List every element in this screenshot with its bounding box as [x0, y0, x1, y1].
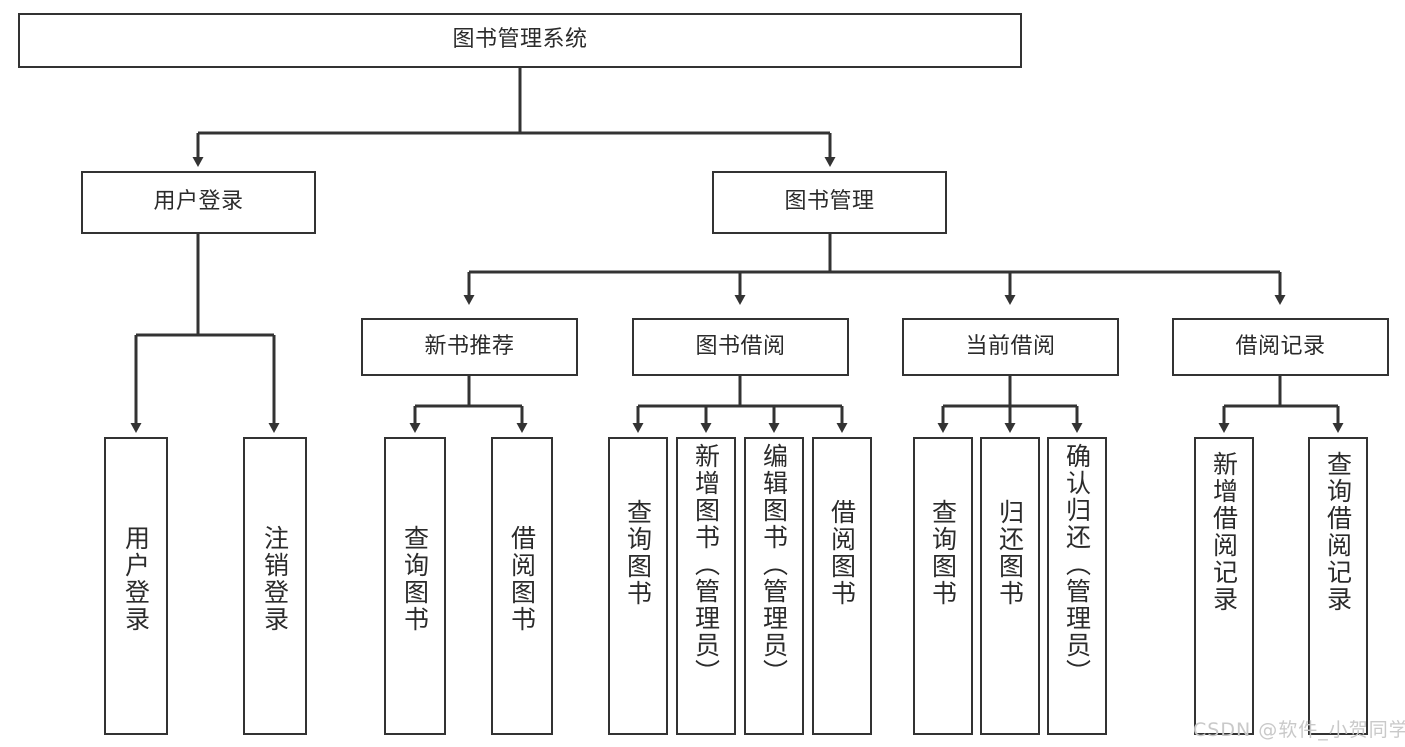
- node-label: 借阅记录: [1235, 333, 1326, 359]
- node-label: 归还图书: [995, 499, 1025, 607]
- node-label: 新书推荐: [424, 333, 515, 359]
- node-label: 编辑图书（管理员）: [759, 443, 789, 686]
- node-label: 借阅图书: [827, 499, 857, 607]
- node-label: 查询图书: [400, 525, 430, 633]
- node-label: 当前借阅: [965, 333, 1056, 359]
- node-borrow-record[interactable]: 借阅记录: [1172, 318, 1389, 376]
- node-label: 图书管理系统: [452, 27, 588, 53]
- leaf-add-borrow-record[interactable]: 新增借阅记录: [1194, 437, 1254, 735]
- node-label: 新增图书（管理员）: [691, 443, 721, 686]
- node-root-system[interactable]: 图书管理系统: [18, 13, 1022, 68]
- node-label: 确认归还（管理员）: [1062, 443, 1092, 686]
- node-label: 查询图书: [623, 499, 653, 607]
- node-label: 用户登录: [153, 189, 244, 215]
- node-book-borrow[interactable]: 图书借阅: [632, 318, 849, 376]
- leaf-borrow-book-recommend[interactable]: 借阅图书: [491, 437, 553, 735]
- node-label: 用户登录: [121, 525, 151, 633]
- node-user-login[interactable]: 用户登录: [81, 171, 316, 234]
- node-label: 查询图书: [928, 499, 958, 607]
- leaf-borrow-book[interactable]: 借阅图书: [812, 437, 872, 735]
- leaf-return-book[interactable]: 归还图书: [980, 437, 1040, 735]
- node-label: 借阅图书: [507, 525, 537, 633]
- leaf-add-book-admin[interactable]: 新增图书（管理员）: [676, 437, 736, 735]
- leaf-logout[interactable]: 注销登录: [243, 437, 307, 735]
- node-label: 图书管理: [784, 189, 875, 215]
- leaf-user-login[interactable]: 用户登录: [104, 437, 168, 735]
- leaf-query-book-recommend[interactable]: 查询图书: [384, 437, 446, 735]
- node-book-management[interactable]: 图书管理: [712, 171, 947, 234]
- node-label: 新增借阅记录: [1209, 451, 1239, 613]
- leaf-edit-book-admin[interactable]: 编辑图书（管理员）: [744, 437, 804, 735]
- leaf-confirm-return-admin[interactable]: 确认归还（管理员）: [1047, 437, 1107, 735]
- node-label: 注销登录: [260, 525, 290, 633]
- node-new-book-recommend[interactable]: 新书推荐: [361, 318, 578, 376]
- csdn-watermark: CSDN @软件_小贺同学: [1193, 719, 1405, 741]
- leaf-query-book-current[interactable]: 查询图书: [913, 437, 973, 735]
- leaf-query-book-borrow[interactable]: 查询图书: [608, 437, 668, 735]
- node-current-borrow[interactable]: 当前借阅: [902, 318, 1119, 376]
- node-label: 查询借阅记录: [1323, 451, 1353, 613]
- leaf-query-borrow-record[interactable]: 查询借阅记录: [1308, 437, 1368, 735]
- node-label: 图书借阅: [695, 333, 786, 359]
